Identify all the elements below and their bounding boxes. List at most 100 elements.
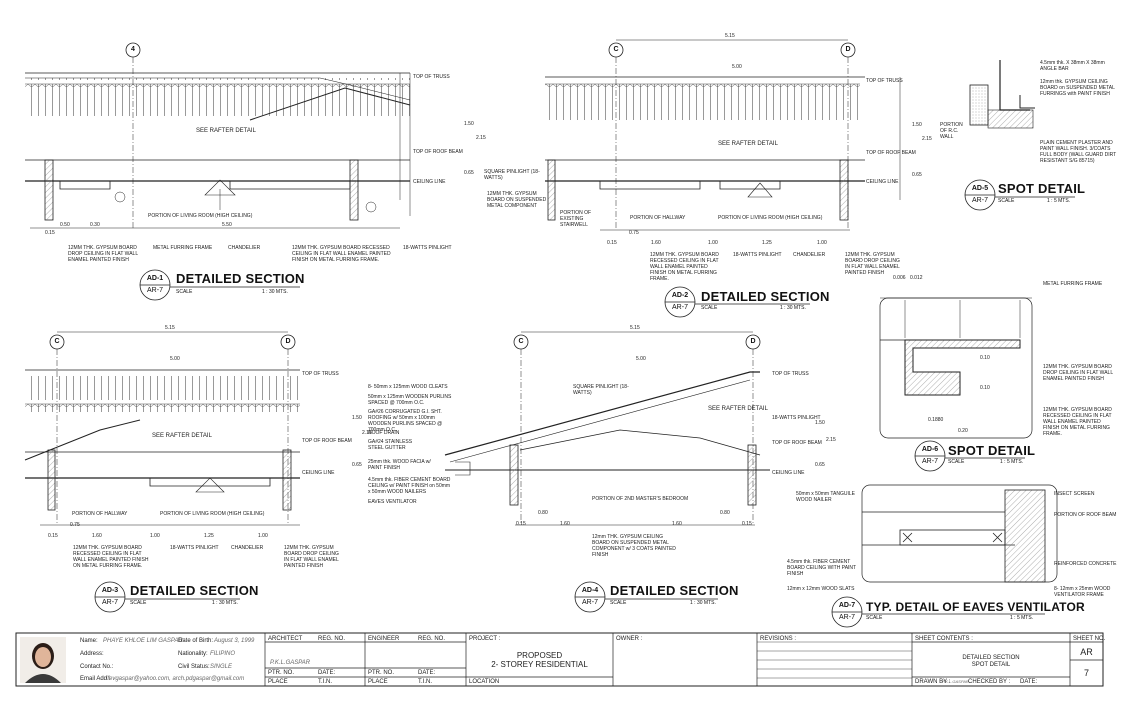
ad7-nailer: 50mm x 50mm TANGUILE WOOD NAILER <box>796 491 855 503</box>
ad1-title: DETAILED SECTION <box>176 271 305 286</box>
ad4-eaves: EAVES VENTILATOR <box>368 499 417 505</box>
ad4-purlins: 50mm x 125mm WOODEN PURLINS SPACED @ 700… <box>368 394 452 406</box>
tb-tin: T.I.N. <box>318 679 333 685</box>
avatar <box>20 637 66 683</box>
tb-place-2: PLACE <box>368 679 388 685</box>
ad4-dim: 0.80 <box>720 510 730 516</box>
ad3-dim: 1.00 <box>150 533 160 539</box>
ad2-ceiling-line: CEILING LINE <box>866 179 899 185</box>
ad1-dim: 0.30 <box>90 222 100 228</box>
ad4-roofing: GA#26 CORRUGATED G.I. SHT. ROOFING w/ 50… <box>368 409 443 433</box>
ad6-scale: 1 : 5 MTS. <box>1000 459 1024 465</box>
tb-owner-label: OWNER : <box>616 636 643 642</box>
tb-dob: August 3, 1999 <box>214 638 255 644</box>
ad4-dim: 2.15 <box>826 437 836 443</box>
ad5-plaster: PLAIN CEMENT PLASTER AND PAINT WALL FINI… <box>1040 140 1117 164</box>
ad4-dim: 0.65 <box>815 462 825 468</box>
tb-engineer: ENGINEER <box>368 636 400 642</box>
tb-place: PLACE <box>268 679 288 685</box>
ad1-scale-label: SCALE <box>176 289 193 295</box>
ad1-sheet: AR-7 <box>147 287 163 294</box>
ad4-overall: 5.15 <box>630 325 640 331</box>
ad2-square-pin: SQUARE PINLIGHT (18-WATTS) <box>484 169 540 181</box>
ad4-scale: 1 : 30 MTS. <box>690 600 716 606</box>
ad6-scale-label: SCALE <box>948 459 965 465</box>
ad3-title: DETAILED SECTION <box>130 583 259 598</box>
tb-civil: SINGLE <box>210 664 233 670</box>
tb-email-label: Email Add.: <box>80 676 111 682</box>
ad6-furring: METAL FURRING FRAME <box>1043 281 1103 287</box>
detail-ad2 <box>545 39 901 231</box>
ad3-dim: 2.15 <box>362 430 372 436</box>
ad7-concrete: REINFORCED CONCRETE <box>1054 561 1117 567</box>
ad1-ceiling-line: CEILING LINE <box>413 179 446 185</box>
tb-name: PHAYE KHLOE LIM GASPAR <box>103 638 183 644</box>
ad5-portion: PORTION OF R.C. WALL <box>940 122 963 140</box>
ad1-scale: 1 : 30 MTS. <box>262 289 288 295</box>
ad6-dim: 0.10 <box>980 355 990 361</box>
ad7-scale: 1 : 5 MTS. <box>1010 615 1034 621</box>
ad4-scale-label: SCALE <box>610 600 627 606</box>
detail-ad4 <box>444 331 770 526</box>
ad2-gypsum: 12MM THK. GYPSUM BOARD ON SUSPENDED META… <box>487 191 547 209</box>
tb-drawn-label: DRAWN BY : <box>915 679 951 685</box>
ad1-note4: 12MM THK. GYPSUM BOARD RECESSED CEILING … <box>292 245 391 263</box>
tb-tin-2: T.I.N. <box>418 679 433 685</box>
tb-contents-label: SHEET CONTENTS : <box>915 636 973 642</box>
detail-ad5 <box>969 60 1035 129</box>
ad3-dim: 1.25 <box>204 533 214 539</box>
ad4-dim: 0.80 <box>538 510 548 516</box>
ad4-dim: 1.50 <box>815 420 825 426</box>
ad1-roof-beam: TOP OF ROOF BEAM <box>413 149 463 155</box>
ad6-dim: 0.1880 <box>928 417 944 423</box>
ad4-gutter: GA#24 STAINLESS STEEL GUTTER <box>368 439 413 451</box>
title-block-frame <box>15 632 1104 687</box>
ad6-dim: 0.20 <box>958 428 968 434</box>
tb-ptr-no: PTR. NO. <box>268 670 295 676</box>
ad2-stairwell: PORTION OF EXISTING STAIRWELL <box>560 210 592 228</box>
ad1-dim: 2.15 <box>476 135 486 141</box>
ad4-dim: 1.60 <box>560 521 570 527</box>
ad2-dim: 1.25 <box>762 240 772 246</box>
ad2-inner: 5.00 <box>732 64 742 70</box>
ad3-dim: 1.50 <box>352 415 362 421</box>
ad2-dim: 1.60 <box>651 240 661 246</box>
tb-sheet-code: AR <box>1080 647 1093 657</box>
ad3-note2: 18-WATTS PINLIGHT <box>170 545 219 551</box>
ad2-hallway: PORTION OF HALLWAY <box>630 215 686 221</box>
detail-ad1 <box>25 42 411 230</box>
ad4-dim: 0.15 <box>742 521 752 527</box>
ad3-note4: 12MM THK. GYPSUM BOARD DROP CEILING IN F… <box>284 545 339 569</box>
ad4-fascia: 25mm thk. WOOD FACIA w/ PAINT FINISH <box>368 459 431 471</box>
ad5-sheet: AR-7 <box>972 197 988 204</box>
detail-ad7 <box>861 484 1058 583</box>
ad4-sheet: AR-7 <box>582 599 598 606</box>
ad4-square-pin: SQUARE PINLIGHT (18-WATTS) <box>573 384 629 396</box>
ad2-dim: 0.15 <box>607 240 617 246</box>
ad2-grid-left: C <box>613 46 619 53</box>
tb-project-label: PROJECT : <box>469 636 501 642</box>
ad4-fiber: 4.5mm thk. FIBER CEMENT BOARD CEILING w/… <box>368 477 451 495</box>
ad4-cleats: 8- 50mm x 125mm WOOD CLEATS <box>368 384 448 390</box>
ad4-ceiling-line: CEILING LINE <box>772 470 805 476</box>
ad4-pin18: 18-WATTS PINLIGHT <box>772 415 821 421</box>
ad2-dim: 0.65 <box>912 172 922 178</box>
ad2-dim: 2.15 <box>922 136 932 142</box>
ad7-frame: 8- 12mm x 25mm WOOD VENTILATOR FRAME <box>1054 586 1111 598</box>
ad2-note1: 12MM THK. GYPSUM BOARD RECESSED CEILING … <box>650 252 719 282</box>
ad2-dim: 0.75 <box>629 230 639 236</box>
ad3-dim: 1.00 <box>258 533 268 539</box>
tb-sheet-number: 7 <box>1083 668 1089 678</box>
ad7-sheet: AR-7 <box>839 614 855 621</box>
ad6-title: SPOT DETAIL <box>948 443 1036 458</box>
ad4-dim: 0.15 <box>516 521 526 527</box>
ad6-dim: 0.10 <box>980 385 990 391</box>
ad3-dim: 0.75 <box>70 522 80 528</box>
ad6-dim: 0.012 <box>910 275 923 281</box>
ad4-top-truss: TOP OF TRUSS <box>772 371 809 377</box>
ad3-dim: 0.15 <box>48 533 58 539</box>
ad2-dim: 1.50 <box>912 122 922 128</box>
ad7-fiber: 4.5mm thk. FIBER CEMENT BOARD CEILING WI… <box>787 559 856 577</box>
tb-contents1: DETAILED SECTION <box>962 655 1020 661</box>
